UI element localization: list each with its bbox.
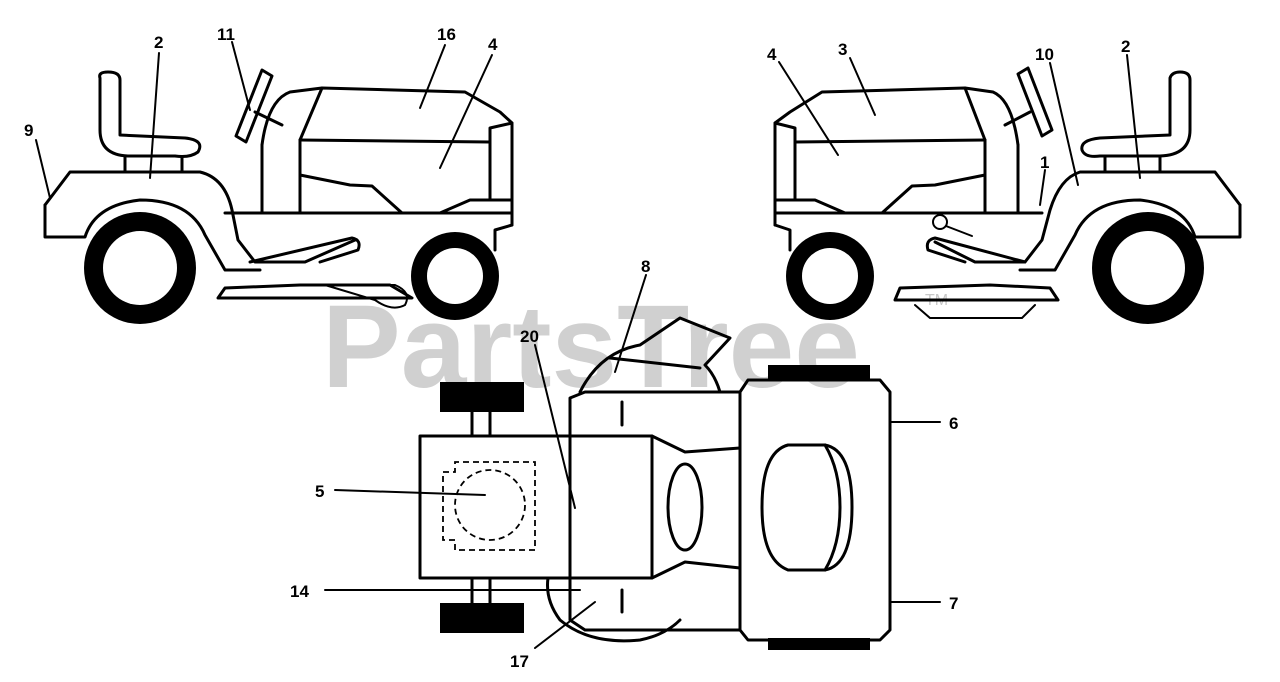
callout-20: 20 [520, 327, 539, 346]
tractor-left-side-view [43, 68, 514, 324]
callout-9: 9 [24, 121, 33, 140]
callout-16: 16 [437, 25, 456, 44]
callout-1: 1 [1040, 153, 1049, 172]
tractor-right-side-view [773, 66, 1242, 324]
callout-8: 8 [641, 257, 650, 276]
callout-5: 5 [315, 482, 324, 501]
callout-4-right: 4 [767, 45, 777, 64]
callout-14: 14 [290, 582, 309, 601]
callout-11: 11 [217, 25, 235, 44]
callout-3: 3 [838, 40, 847, 59]
callout-labels: 2 11 16 4 9 4 3 10 2 1 8 20 6 5 14 7 17 [24, 25, 1130, 671]
callout-6: 6 [949, 414, 958, 433]
callout-4-left: 4 [488, 35, 498, 54]
callout-2-right: 2 [1121, 37, 1130, 56]
callout-2-left: 2 [154, 33, 163, 52]
callout-17: 17 [510, 652, 529, 671]
leader-lines [35, 41, 1141, 649]
callout-10: 10 [1035, 45, 1054, 64]
tractor-top-view [418, 316, 892, 650]
callout-7: 7 [949, 594, 958, 613]
